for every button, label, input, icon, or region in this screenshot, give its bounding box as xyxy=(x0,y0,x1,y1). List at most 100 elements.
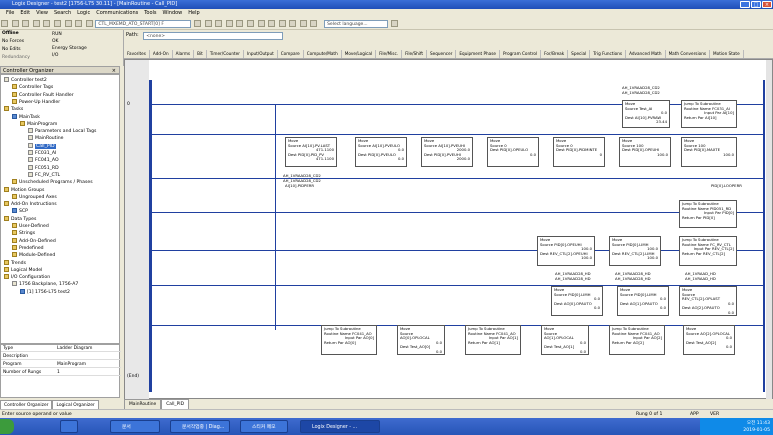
instruction-tab[interactable]: Motion State xyxy=(710,50,744,58)
open-icon[interactable] xyxy=(11,20,19,27)
tree-item[interactable]: Predefined xyxy=(12,244,44,252)
menu-view[interactable]: View xyxy=(36,10,48,16)
instruction-tab[interactable]: Sequencer xyxy=(427,50,457,58)
tree-item[interactable]: User-Defined xyxy=(12,223,49,230)
instruction-tab[interactable]: Math Conversions xyxy=(666,50,711,58)
instruction-tab[interactable]: Favorites xyxy=(124,50,150,58)
taskbar-item[interactable]: 문서작업중 | Diag... xyxy=(170,420,230,433)
print-icon[interactable] xyxy=(32,20,40,27)
instruction-tab[interactable]: File/Misc. xyxy=(376,50,403,58)
menu-tools[interactable]: Tools xyxy=(144,10,157,16)
tree-item[interactable]: Module-Defined xyxy=(12,252,55,259)
tree-item[interactable]: MainRoutine xyxy=(28,135,64,142)
tree-item[interactable]: Controller Fault Handler xyxy=(12,91,74,99)
tree-item[interactable]: Call_PID xyxy=(28,142,56,150)
copy-icon[interactable] xyxy=(53,20,61,27)
paste-icon[interactable] xyxy=(64,20,72,27)
tree-item[interactable]: Ungrouped Axes xyxy=(12,193,57,201)
tree-item[interactable]: 1756 Backplane, 1756-A7 xyxy=(12,281,78,288)
tree-item[interactable]: Power-Up Handler xyxy=(12,98,60,106)
help-icon[interactable] xyxy=(310,20,318,27)
new-icon[interactable] xyxy=(1,20,8,27)
menu-help[interactable]: Help xyxy=(188,10,200,16)
online-icon[interactable] xyxy=(278,20,286,27)
menu-file[interactable]: File xyxy=(6,10,15,16)
search-go-icon[interactable] xyxy=(390,20,398,27)
tree-item[interactable]: Parameters and Local Tags xyxy=(28,128,96,135)
tree-item[interactable]: Strings xyxy=(12,230,35,237)
tree-item[interactable]: Data Types xyxy=(4,215,36,223)
ladder-icon[interactable] xyxy=(215,20,223,27)
taskbar-item[interactable] xyxy=(60,420,78,433)
tree-item[interactable]: FC_RV_CTL xyxy=(28,171,60,179)
tree-item[interactable]: MainProgram xyxy=(20,120,57,128)
menu-edit[interactable]: Edit xyxy=(20,10,31,16)
edit-icon[interactable] xyxy=(268,20,276,27)
close-icon[interactable]: × xyxy=(111,68,116,74)
taskbar-item[interactable]: 문서 xyxy=(110,420,160,433)
language-search[interactable]: Select language... xyxy=(324,20,389,28)
instruction-tab[interactable]: Advanced Math xyxy=(626,50,666,58)
tree-item[interactable]: FC051_RD xyxy=(28,164,59,172)
tree-item[interactable]: I/O Configuration xyxy=(4,274,50,281)
monitor-icon[interactable] xyxy=(257,20,265,27)
cut-icon[interactable] xyxy=(43,20,51,27)
instruction-tab[interactable]: Add-On xyxy=(150,50,173,58)
instruction-tab[interactable]: Alarms xyxy=(173,50,195,58)
instruction-tab[interactable]: Timer/Counter xyxy=(207,50,244,58)
tree-item[interactable]: Trends xyxy=(4,259,26,267)
menu-logic[interactable]: Logic xyxy=(77,10,91,16)
tree-item[interactable]: SCP xyxy=(12,208,28,215)
menu-search[interactable]: Search xyxy=(53,10,72,16)
taskbar-item[interactable]: 스티커 메모 xyxy=(240,420,288,433)
instruction-tab[interactable]: Move/Logical xyxy=(342,50,377,58)
zoom-out-icon[interactable] xyxy=(246,20,254,27)
minimize-button[interactable]: _ xyxy=(740,1,750,8)
menu-communications[interactable]: Communications xyxy=(96,10,139,16)
menu-window[interactable]: Window xyxy=(162,10,183,16)
tree-item[interactable]: Add-On-Defined xyxy=(12,237,56,245)
close-button[interactable]: × xyxy=(762,1,772,8)
upload-icon[interactable] xyxy=(299,20,307,27)
tree-item[interactable]: Controller test2 xyxy=(4,77,47,84)
instruction-tab[interactable]: Special xyxy=(568,50,591,58)
tree-item[interactable]: FC031_AI xyxy=(28,150,56,157)
instruction-tab[interactable]: Trig Functions xyxy=(590,50,627,58)
zoom-in-icon[interactable] xyxy=(236,20,244,27)
maximize-button[interactable]: □ xyxy=(751,1,761,8)
instruction-tab[interactable]: Program Control xyxy=(500,50,542,58)
tree-item[interactable]: Motion Groups xyxy=(4,186,44,194)
path-combo[interactable]: <none> xyxy=(143,32,284,40)
instruction-tab[interactable]: Compute/Math xyxy=(304,50,342,58)
properties-icon[interactable] xyxy=(225,20,233,27)
instruction-tab[interactable]: Input/Output xyxy=(244,50,278,58)
start-button[interactable] xyxy=(0,419,14,434)
download-icon[interactable] xyxy=(289,20,297,27)
tag-combo[interactable]: CTL_MXEMD_ATO_START[0] F xyxy=(95,20,192,28)
redo-icon[interactable] xyxy=(85,20,93,27)
undo-icon[interactable] xyxy=(75,20,83,27)
instruction-tab[interactable]: Bit xyxy=(194,50,207,58)
tree-item[interactable]: [1] 1756-L75 test2 xyxy=(20,288,70,296)
tree-item[interactable]: Add-On Instructions xyxy=(4,201,57,208)
save-icon[interactable] xyxy=(22,20,30,27)
